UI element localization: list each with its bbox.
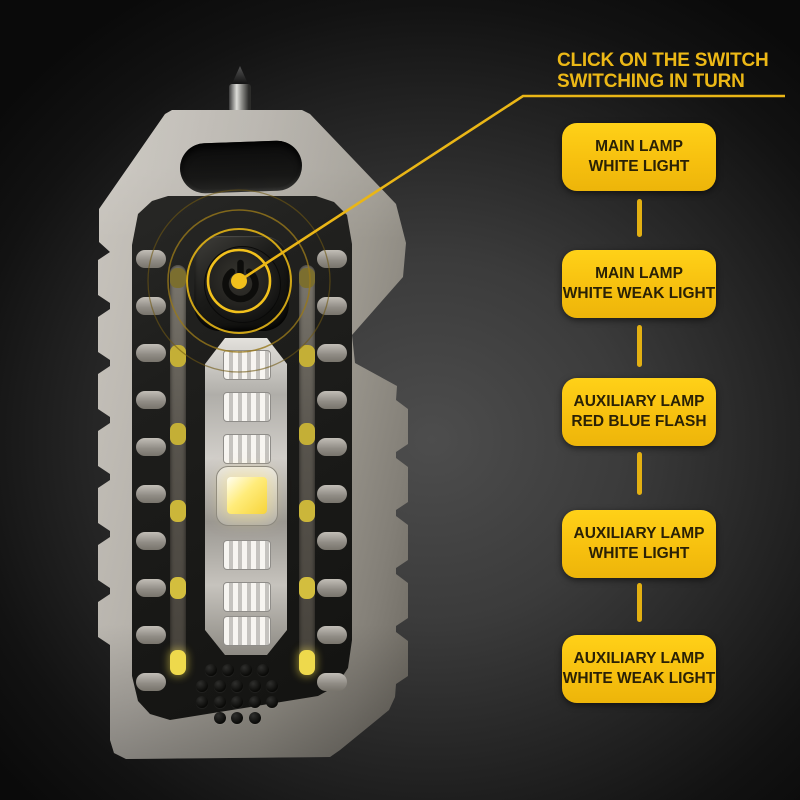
callout-title-line1: CLICK ON THE SWITCH (557, 50, 769, 71)
speaker-dot (196, 680, 208, 692)
grip-slot (136, 250, 166, 268)
strip-dash (299, 268, 315, 288)
grip-slot (317, 344, 347, 362)
callout-title-line2: SWITCHING IN TURN (557, 71, 745, 92)
aux-led-chip (223, 350, 271, 380)
strip-dash (299, 423, 315, 445)
mode-line1: AUXILIARY LAMP (573, 525, 705, 542)
speaker-dot (231, 712, 243, 724)
speaker-dot (213, 680, 226, 692)
callout-title: CLICK ON THE SWITCH SWITCHING IN TURN (557, 50, 797, 92)
main-led (227, 477, 267, 514)
warning-strip-right (299, 265, 315, 675)
grip-slot (136, 391, 166, 409)
grip-slot (317, 485, 347, 503)
strip-dash (170, 268, 186, 288)
mode-label-main-lamp-white-weak-light: MAIN LAMP WHITE WEAK LIGHT (562, 250, 716, 318)
strip-dash (170, 500, 186, 522)
grip-slot (317, 673, 347, 691)
mode-connector (637, 452, 642, 495)
speaker-dot (257, 664, 270, 676)
strip-dash (170, 577, 186, 599)
grip-slot (317, 579, 347, 597)
mode-connector (637, 199, 642, 237)
speaker-dot (196, 696, 208, 708)
mode-label-auxiliary-lamp-red-blue-flash: AUXILIARY LAMP RED BLUE FLASH (562, 378, 716, 446)
mode-connector (637, 325, 642, 367)
keyring-hole (179, 139, 303, 195)
mode-line1: MAIN LAMP (595, 138, 683, 155)
warning-strip-left (170, 265, 186, 675)
mode-line1: AUXILIARY LAMP (573, 393, 705, 410)
strip-dash (299, 650, 315, 675)
grip-slot (136, 579, 166, 597)
speaker-dot (231, 696, 243, 708)
grip-slot (136, 626, 166, 644)
mode-connector (637, 583, 642, 622)
speaker-dot (266, 696, 278, 708)
power-icon (222, 259, 259, 303)
aux-led-chip (223, 540, 271, 570)
grip-slot (317, 438, 347, 456)
mode-line2: RED BLUE FLASH (571, 413, 707, 430)
speaker-dot (239, 664, 252, 676)
speaker-dot (248, 680, 261, 692)
speaker-dot (213, 712, 226, 724)
strip-dash (170, 423, 186, 445)
mode-line2: WHITE LIGHT (588, 158, 690, 175)
speaker-dot (213, 696, 226, 708)
speaker-dot (204, 664, 217, 676)
aux-led-chip (223, 434, 271, 464)
mode-label-auxiliary-lamp-white-light: AUXILIARY LAMP WHITE LIGHT (562, 510, 716, 578)
mode-line2: WHITE LIGHT (588, 545, 690, 562)
glass-breaker-base (229, 84, 251, 112)
speaker-dot (248, 712, 261, 724)
grip-slot (317, 391, 347, 409)
strip-dash (299, 577, 315, 599)
grip-slot (136, 297, 166, 315)
grip-slot (317, 297, 347, 315)
speaker-dot (231, 680, 243, 692)
grip-slot (136, 344, 166, 362)
grip-slot (317, 532, 347, 550)
grip-slot (136, 485, 166, 503)
speaker-dot (222, 664, 235, 676)
grip-slot (136, 532, 166, 550)
strip-dash (170, 650, 186, 675)
mode-label-main-lamp-white-light: MAIN LAMP WHITE LIGHT (562, 123, 716, 191)
strip-dash (170, 345, 186, 367)
mode-label-auxiliary-lamp-white-weak-light: AUXILIARY LAMP WHITE WEAK LIGHT (562, 635, 716, 703)
grip-slot (136, 438, 166, 456)
speaker-dot (266, 680, 278, 692)
mode-line2: WHITE WEAK LIGHT (562, 285, 716, 302)
mode-line1: MAIN LAMP (595, 265, 683, 282)
grip-slot (317, 250, 347, 268)
mode-line1: AUXILIARY LAMP (573, 650, 705, 667)
aux-led-chip (223, 616, 271, 646)
grip-slot (136, 673, 166, 691)
grip-slot (317, 626, 347, 644)
aux-led-chip (223, 392, 271, 422)
aux-led-chip (223, 582, 271, 612)
strip-dash (299, 500, 315, 522)
speaker-dot (248, 696, 261, 708)
glass-breaker-tip (231, 66, 249, 86)
strip-dash (299, 345, 315, 367)
mode-line2: WHITE WEAK LIGHT (562, 670, 716, 687)
